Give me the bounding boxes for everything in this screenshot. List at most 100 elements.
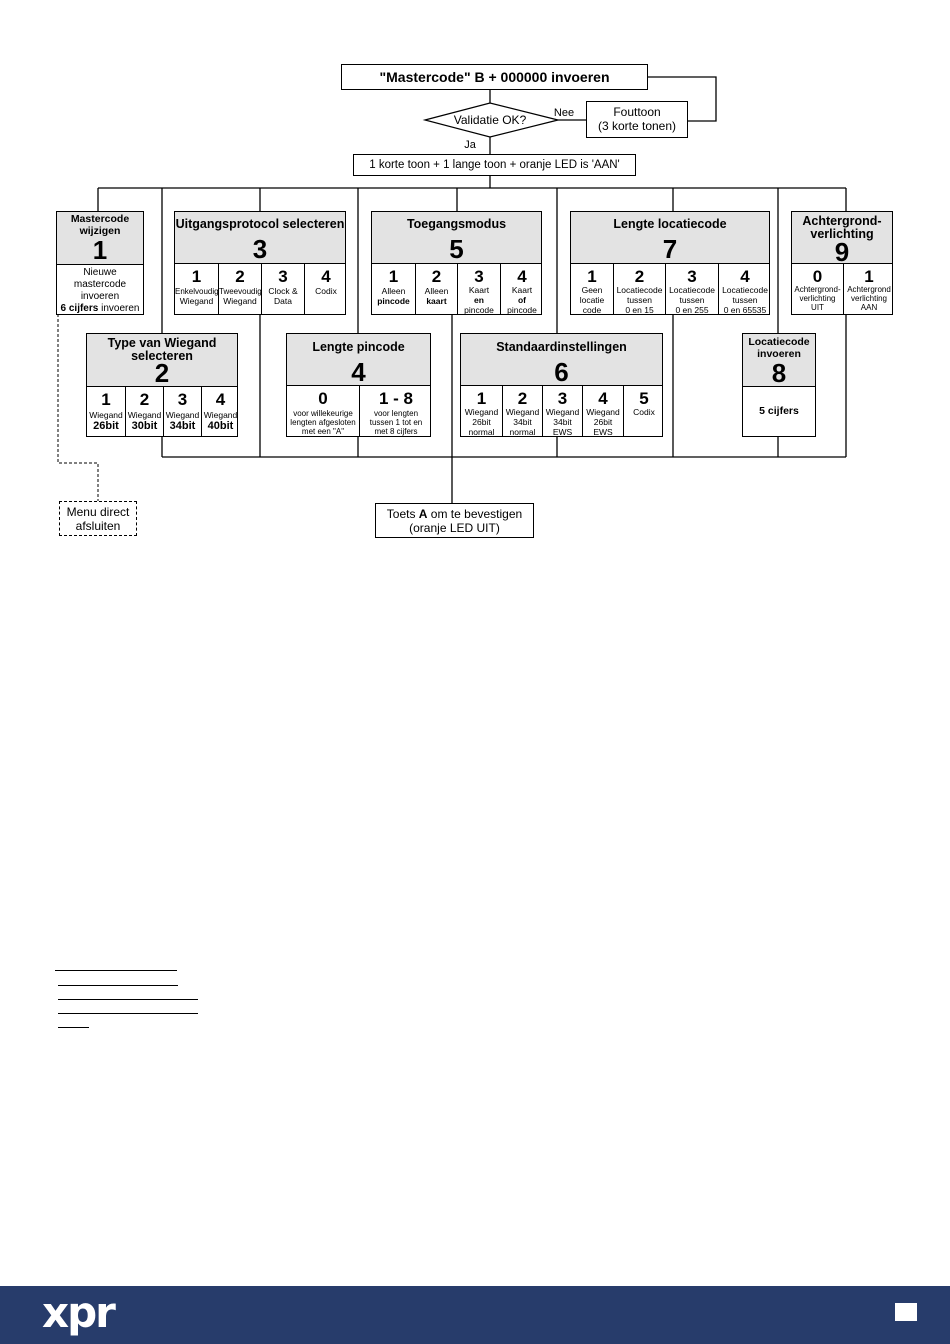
menu-7-option-1[interactable]: 1 Geen locatie code: [571, 264, 613, 314]
option-number: 3: [278, 267, 288, 286]
xpr-logo: xpr: [42, 1288, 116, 1337]
menu-5-number: 5: [449, 234, 464, 264]
menu-5-title: Toegangsmodus: [406, 217, 507, 231]
option-number: 4: [598, 389, 608, 408]
menu-9-title-line2: verlichting: [810, 227, 874, 241]
option-number: 2: [517, 389, 528, 408]
menu-2-option-2[interactable]: 2 Wiegand 30bit: [125, 387, 163, 436]
start-step-label: "Mastercode" B + 000000 invoeren: [379, 69, 610, 85]
menu-6-option-4[interactable]: 4 Wiegand 26bit EWS: [582, 386, 623, 436]
menu-5-option-4[interactable]: 4 Kaart of pincode: [500, 264, 541, 315]
menu-6-number: 6: [554, 357, 569, 387]
menu-5-access-mode: Toegangsmodus 5 1 Alleen pincode 2 Allee…: [371, 211, 542, 315]
option-text-b: pincode: [377, 296, 410, 306]
option-number: 0: [812, 267, 823, 286]
option-number: 1: [101, 390, 111, 409]
option-number: 3: [177, 390, 188, 409]
option-text-b: Wiegand: [179, 296, 214, 306]
option-number: 1: [476, 389, 487, 408]
menu-2-title-line1: Type van Wiegand: [107, 336, 217, 350]
menu-9-header: Achtergrond- verlichting 9: [792, 212, 892, 265]
menu-6-option-2[interactable]: 2 Wiegand 34bit normal: [502, 386, 542, 436]
menu-5-option-1[interactable]: 1 Alleen pincode: [372, 264, 415, 314]
option-text-c: met een "A": [301, 427, 345, 436]
confirm-line1: Toets A om te bevestigen: [376, 508, 533, 521]
option-text-c: 0 en 255: [675, 305, 709, 315]
menu-6-default-settings: Standaardinstellingen 6 1 Wiegand 26bit …: [460, 333, 663, 437]
menu-6-option-5[interactable]: 5 Codix: [623, 386, 662, 436]
menu-4-title: Lengte pincode: [312, 340, 405, 354]
option-text-b: tussen: [626, 295, 653, 305]
menu-6-option-1[interactable]: 1 Wiegand 26bit normal: [461, 386, 502, 436]
menu-7-option-4[interactable]: 4 Locatiecode tussen 0 en 65535: [718, 264, 769, 314]
option-number: 0: [318, 389, 328, 408]
option-text-c: EWS: [552, 427, 573, 437]
option-text-a: Wiegand: [545, 407, 580, 417]
menu-5-option-2[interactable]: 2 Alleen kaart: [415, 264, 457, 314]
option-number: 2: [139, 390, 150, 409]
option-text-a: Achtergrond: [847, 285, 891, 294]
option-number: 3: [687, 267, 697, 286]
underline-mark: [58, 999, 198, 1000]
menu-6-options: 1 Wiegand 26bit normal 2 Wiegand 34bit n…: [461, 386, 662, 436]
underline-mark: [58, 1013, 198, 1014]
option-text-a: Wiegand: [89, 410, 123, 420]
option-text-b: 40bit: [207, 420, 234, 432]
menu-3-title: Uitgangsprotocol selecteren: [175, 217, 345, 231]
option-text-a: Wiegand: [586, 407, 620, 417]
menu-4-option-0[interactable]: 0 voor willekeurige lengten afgesloten m…: [287, 386, 359, 436]
underline-mark: [55, 970, 177, 971]
option-text-c: pincode: [507, 305, 537, 315]
option-text-b: tussen 1 tot en: [369, 418, 423, 427]
option-text-c: code: [582, 305, 602, 315]
option-number: 1 - 8: [378, 389, 414, 408]
menu-1-body-line2: mastercode: [73, 279, 127, 290]
option-text-a: voor lengten: [373, 409, 419, 418]
menu-5-option-3[interactable]: 3 Kaart en pincode: [457, 264, 500, 314]
ok-tone-box: 1 korte toon + 1 lange toon + oranje LED…: [353, 154, 636, 176]
menu-1-title-line1: Mastercode: [70, 213, 130, 225]
confirm-line2: (oranje LED UIT): [409, 521, 500, 535]
error-tone-box: Fouttoon (3 korte tonen): [586, 101, 688, 138]
option-text-c: UIT: [811, 303, 824, 312]
menu-1-number: 1: [92, 235, 108, 265]
option-text-b: tussen: [679, 295, 705, 305]
menu-2-option-3[interactable]: 3 Wiegand 34bit: [163, 387, 201, 436]
option-text-a: Locatiecode: [616, 285, 663, 295]
footer-bar: xpr: [0, 1286, 950, 1344]
ok-tone-label: 1 korte toon + 1 lange toon + oranje LED…: [369, 159, 620, 171]
menu-9-option-1[interactable]: 1 Achtergrond verlichting AAN: [843, 264, 892, 314]
underline-mark: [58, 985, 178, 986]
option-text-b: Wiegand: [223, 296, 257, 306]
option-text-b: Data: [274, 296, 292, 306]
menu-6-option-3[interactable]: 3 Wiegand 34bit EWS: [542, 386, 582, 436]
option-text-b: 26bit: [472, 417, 491, 427]
option-number: 1: [388, 267, 399, 286]
menu-3-option-1[interactable]: 1 Enkelvoudig Wiegand: [175, 264, 219, 314]
option-text-a: Clock &: [268, 286, 298, 296]
option-number: 2: [235, 267, 245, 286]
menu-3-option-2[interactable]: 2 Tweevoudig Wiegand: [218, 264, 262, 314]
menu-2-option-4[interactable]: 4 Wiegand 40bit: [201, 387, 237, 436]
menu-2-option-1[interactable]: 1 Wiegand 26bit: [87, 387, 125, 436]
confirm-pre: Toets: [386, 507, 419, 521]
menu-3-option-3[interactable]: 3 Clock & Data: [261, 264, 304, 314]
no-label: Nee: [553, 107, 575, 119]
start-step-box: "Mastercode" B + 000000 invoeren: [341, 64, 648, 90]
menu-7-options: 1 Geen locatie code 2 Locatiecode tussen…: [571, 264, 769, 314]
option-text-b: kaart: [426, 296, 447, 306]
menu-9-option-0[interactable]: 0 Achtergrond- verlichting UIT: [792, 264, 843, 314]
menu-3-option-4[interactable]: 4 Codix: [304, 264, 345, 314]
menu-1-body: Nieuwe mastercode invoeren 6 cijfers inv…: [57, 267, 143, 314]
option-text-c: met 8 cijfers: [374, 427, 418, 436]
option-number: 4: [517, 267, 527, 286]
menu-7-option-3[interactable]: 3 Locatiecode tussen 0 en 255: [665, 264, 718, 314]
option-number: 1: [191, 267, 202, 286]
menu-7-option-2[interactable]: 2 Locatiecode tussen 0 en 15: [613, 264, 665, 314]
option-text-b: en: [474, 295, 484, 305]
option-number: 2: [431, 267, 442, 286]
menu-4-option-1-8[interactable]: 1 - 8 voor lengten tussen 1 tot en met 8…: [359, 386, 430, 436]
menu-8-header: Locatiecode invoeren 8: [743, 334, 815, 387]
option-text-a: Enkelvoudig: [175, 287, 219, 296]
